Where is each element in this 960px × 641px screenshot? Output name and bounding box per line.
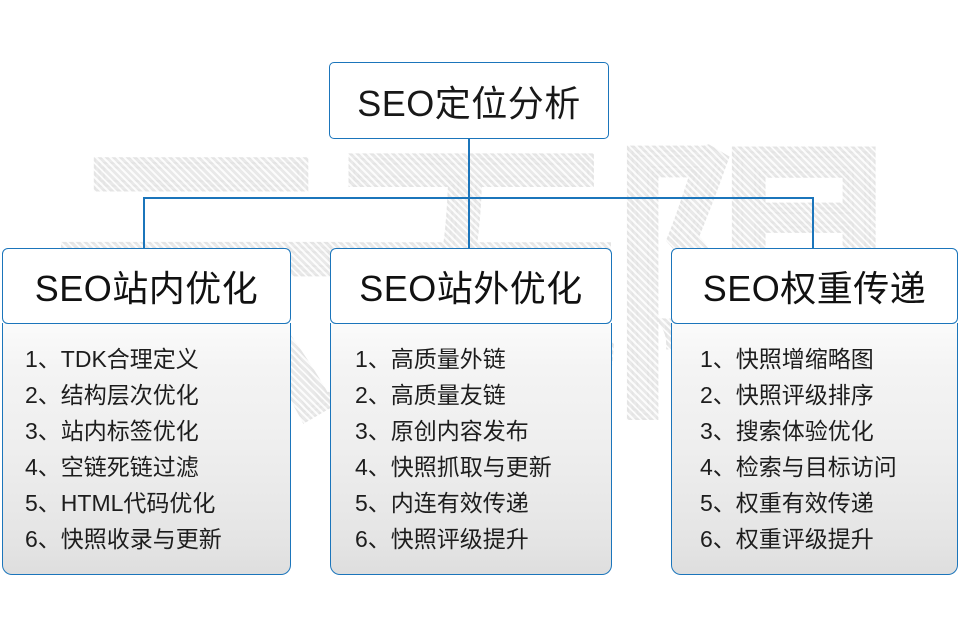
- branch-header-title-2: SEO站外优化: [359, 268, 583, 309]
- list-item: 4、快照抓取与更新: [355, 454, 552, 480]
- list-item: 2、高质量友链: [355, 382, 506, 408]
- connector-drop-col-2: [468, 197, 470, 249]
- list-item: 2、结构层次优化: [25, 382, 199, 408]
- connector-drop-col-3: [812, 197, 814, 249]
- list-item: 5、权重有效传递: [700, 490, 874, 516]
- list-item: 1、高质量外链: [355, 346, 506, 372]
- connector-root-stem: [468, 139, 470, 198]
- branch-header-2[interactable]: SEO站外优化: [330, 248, 612, 324]
- list-item: 4、空链死链过滤: [25, 454, 199, 480]
- branch-body-3: 1、快照增缩略图 2、快照评级排序 3、搜索体验优化 4、检索与目标访问 5、权…: [671, 323, 958, 575]
- branch-header-1[interactable]: SEO站内优化: [2, 248, 291, 324]
- list-item: 3、原创内容发布: [355, 418, 529, 444]
- root-node[interactable]: SEO定位分析: [329, 62, 609, 139]
- list-item: 6、快照评级提升: [355, 526, 529, 552]
- branch-column-2: SEO站外优化 1、高质量外链 2、高质量友链 3、原创内容发布 4、快照抓取与…: [330, 248, 612, 575]
- list-item: 2、快照评级排序: [700, 382, 874, 408]
- list-item: 3、搜索体验优化: [700, 418, 874, 444]
- list-item: 1、快照增缩略图: [700, 346, 874, 372]
- branch-header-title-1: SEO站内优化: [34, 268, 259, 309]
- branch-column-3: SEO权重传递 1、快照增缩略图 2、快照评级排序 3、搜索体验优化 4、检索与…: [671, 248, 958, 575]
- list-item: 3、站内标签优化: [25, 418, 199, 444]
- branch-header-title-3: SEO权重传递: [702, 268, 927, 309]
- connector-horizontal-bus: [143, 197, 814, 199]
- branch-column-1: SEO站内优化 1、TDK合理定义 2、结构层次优化 3、站内标签优化 4、空链…: [2, 248, 291, 575]
- branch-body-2: 1、高质量外链 2、高质量友链 3、原创内容发布 4、快照抓取与更新 5、内连有…: [330, 323, 612, 575]
- connector-drop-col-1: [143, 197, 145, 249]
- root-node-title: SEO定位分析: [357, 82, 581, 124]
- list-item: 5、HTML代码优化: [25, 490, 216, 516]
- list-item: 6、权重评级提升: [700, 526, 874, 552]
- branch-header-3[interactable]: SEO权重传递: [671, 248, 958, 324]
- list-item: 1、TDK合理定义: [25, 346, 199, 372]
- list-item: 5、内连有效传递: [355, 490, 529, 516]
- list-item: 6、快照收录与更新: [25, 526, 222, 552]
- branch-body-1: 1、TDK合理定义 2、结构层次优化 3、站内标签优化 4、空链死链过滤 5、H…: [2, 323, 291, 575]
- list-item: 4、检索与目标访问: [700, 454, 897, 480]
